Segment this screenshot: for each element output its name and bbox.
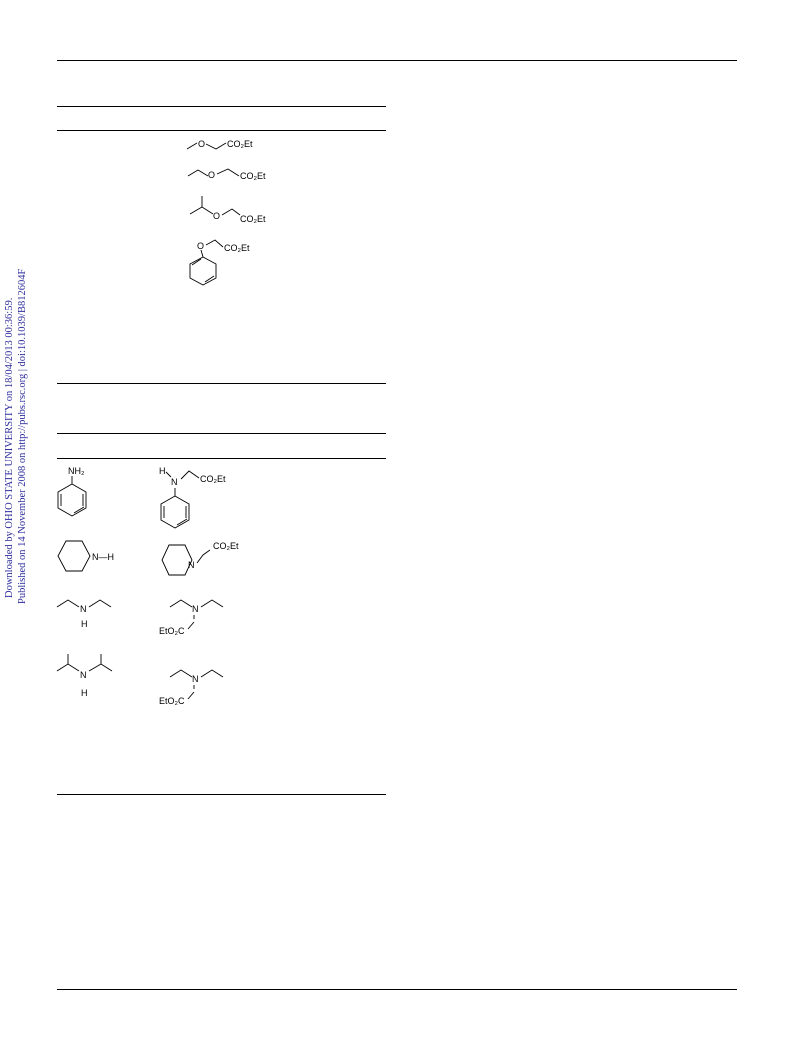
ester-group-label: CO₂Et xyxy=(213,541,239,551)
ether-oxygen-label: O xyxy=(208,170,215,180)
ester-group-label: CO₂Et xyxy=(200,474,226,484)
reactant-piperidine-structure: N—H xyxy=(57,540,114,572)
product-methoxyacetate-structure: O CO₂Et xyxy=(186,139,253,150)
reactant-aniline-structure: NH₂ xyxy=(57,466,87,517)
reactant-diethylamine-structure: N H xyxy=(56,599,112,629)
nitrogen-label: N xyxy=(192,674,199,684)
table1-header-rule xyxy=(57,130,386,131)
ether-oxygen-label: O xyxy=(213,211,220,221)
publication-notice[interactable]: Published on 14 November 2008 on http://… xyxy=(17,268,28,604)
ester-group-label: CO₂Et xyxy=(240,214,266,224)
amine-label: N—H xyxy=(92,552,114,562)
hydrogen-label: H xyxy=(81,619,88,629)
footer-rule xyxy=(57,989,737,990)
ether-oxygen-label: O xyxy=(197,241,204,251)
nitrogen-label: N xyxy=(192,604,199,614)
ester-group-label: EtO₂C xyxy=(159,696,185,706)
download-notice[interactable]: Downloaded by OHIO STATE UNIVERSITY on 1… xyxy=(4,297,15,598)
download-sidebar: Downloaded by OHIO STATE UNIVERSITY on 1… xyxy=(0,0,40,1039)
product-ethoxyacetate-structure: O CO₂Et xyxy=(187,168,266,181)
product-cyclohexadienyloxyacetate-structure: O CO₂Et xyxy=(189,239,250,286)
table2-top-rule xyxy=(57,433,386,434)
product-isopropoxyacetate-structure: O CO₂Et xyxy=(189,196,266,224)
product-piperidinylacetate-structure: N CO₂Et xyxy=(161,541,239,576)
hydrogen-label: H xyxy=(81,688,88,698)
header-rule xyxy=(57,60,737,61)
nitrogen-label: N xyxy=(171,477,178,487)
product-diethylglycine-ester-structure-2: N EtO₂C xyxy=(159,669,224,706)
reactant-diisopropylamine-structure: N H xyxy=(56,654,113,698)
ester-group-label: CO₂Et xyxy=(227,139,253,149)
nitrogen-label: N xyxy=(80,670,87,680)
product-phenylglycine-ester-structure: H N CO₂Et xyxy=(159,466,226,529)
product-diethylglycine-ester-structure: N EtO₂C xyxy=(159,599,224,636)
ester-group-label: EtO₂C xyxy=(159,626,185,636)
ether-oxygen-label: O xyxy=(198,139,205,149)
table1-bottom-rule xyxy=(57,383,386,384)
hydrogen-label: H xyxy=(159,466,166,476)
ester-group-label: CO₂Et xyxy=(224,243,250,253)
table1-top-rule xyxy=(57,106,386,107)
amine-label: NH₂ xyxy=(68,466,85,476)
nitrogen-label: N xyxy=(80,604,87,614)
table2-bottom-rule xyxy=(57,794,386,795)
table2-header-rule xyxy=(57,458,386,459)
ester-group-label: CO₂Et xyxy=(240,171,266,181)
nitrogen-label: N xyxy=(188,560,195,570)
